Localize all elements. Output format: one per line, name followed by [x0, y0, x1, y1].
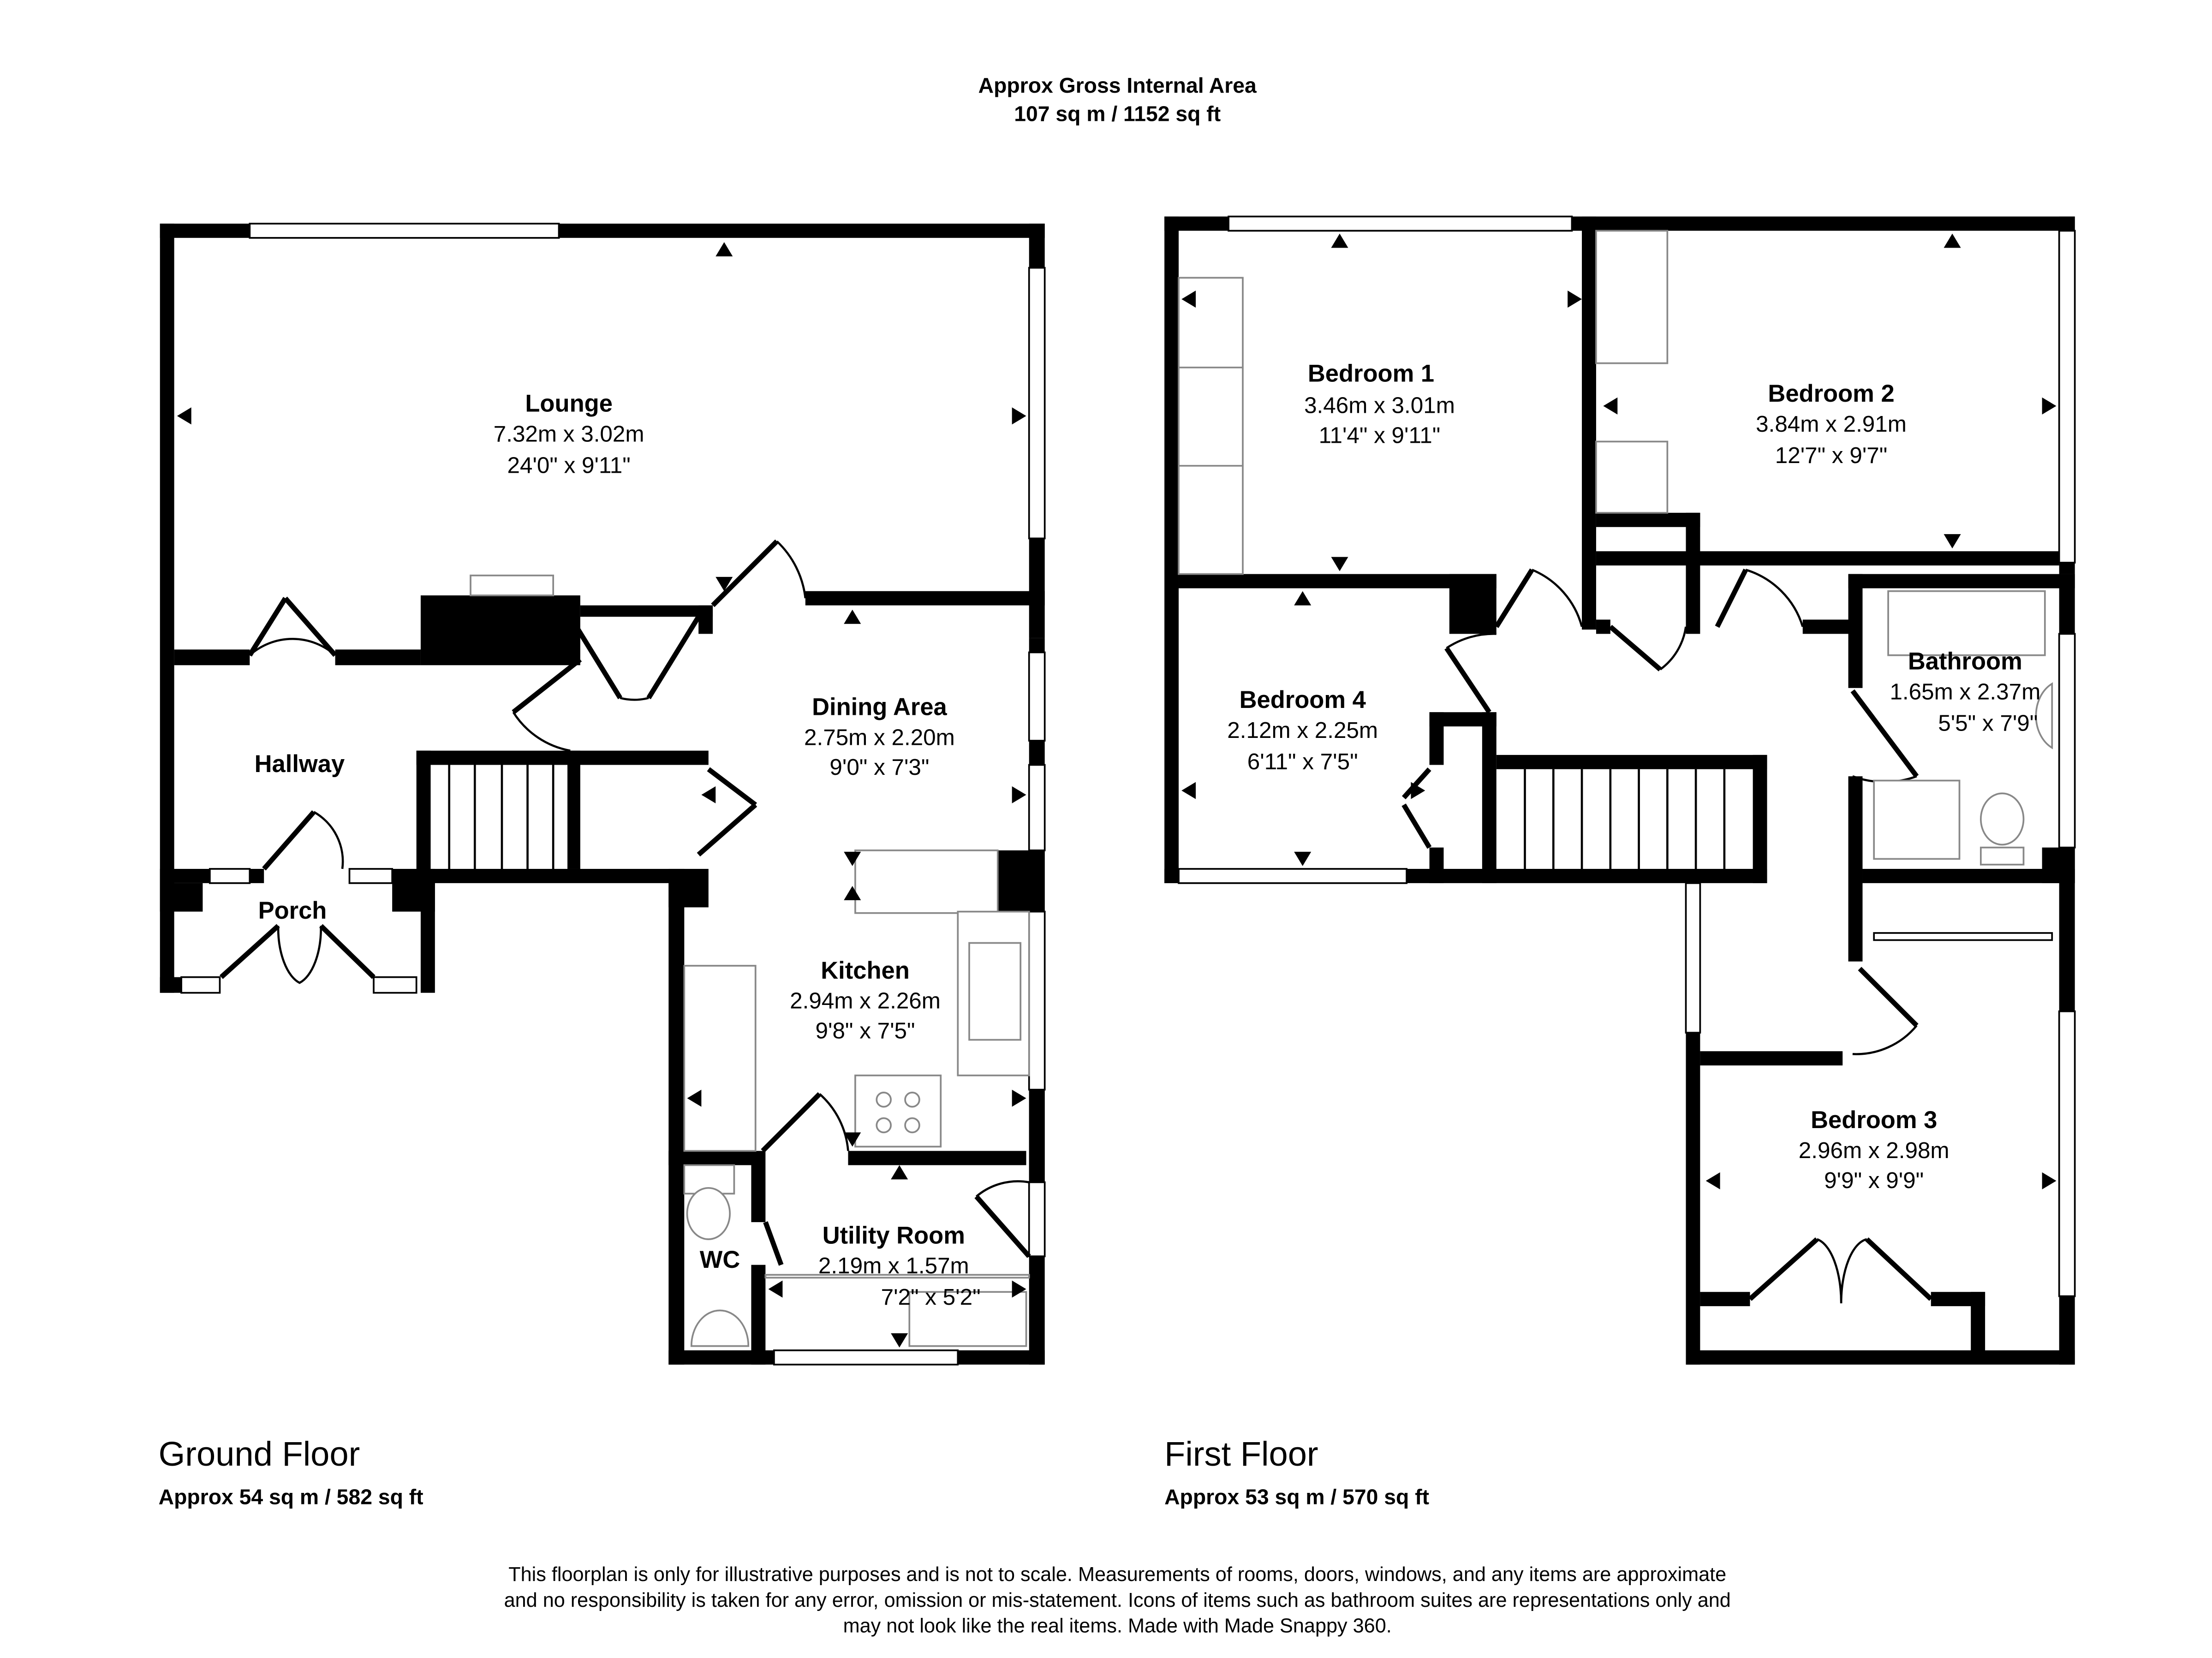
wardrobe-icon: [1178, 277, 1244, 575]
ground-floor-doors: [219, 539, 1031, 1266]
gross-area-title: Approx Gross Internal Area: [978, 73, 1257, 97]
wc-label: WC: [700, 1246, 740, 1273]
kitchen-label: Kitchen: [821, 957, 910, 984]
kitchen-imperial: 9'8" x 7'5": [816, 1018, 915, 1044]
first-floor-stairs: [1524, 769, 1726, 869]
bedroom1-label: Bedroom 1: [1308, 360, 1434, 387]
toilet-icon: [686, 1187, 731, 1240]
bedroom3-metric: 2.96m x 2.98m: [1799, 1138, 1950, 1163]
first-floor-doors: [1401, 568, 1933, 1303]
hob-icon: [854, 1074, 942, 1148]
ground-floor-label: Ground Floor: [159, 1435, 360, 1473]
bedroom4-imperial: 6'11" x 7'5": [1247, 749, 1358, 774]
bedroom4-label: Bedroom 4: [1240, 686, 1366, 713]
bedroom2-metric: 3.84m x 2.91m: [1756, 411, 1907, 437]
bedroom3-label: Bedroom 3: [1811, 1106, 1937, 1134]
ground-floor-area: Approx 54 sq m / 582 sq ft: [159, 1485, 423, 1509]
kitchen-metric: 2.94m x 2.26m: [790, 988, 941, 1014]
lounge-label: Lounge: [525, 390, 613, 417]
wardrobe-icon: [1595, 230, 1669, 364]
first-floor-walls: [1164, 215, 2076, 1365]
hallway-label: Hallway: [255, 750, 345, 778]
bedroom1-imperial: 11'4" x 9'11": [1319, 423, 1441, 448]
toilet-icon: [1979, 792, 2025, 846]
bathroom-imperial: 5'5" x 7'9": [1938, 710, 2038, 736]
disclaimer-line-1: This floorplan is only for illustrative …: [508, 1563, 1726, 1586]
shower-icon: [1873, 779, 1961, 860]
ground-floor-stairs: [448, 765, 554, 869]
bedroom4-metric: 2.12m x 2.25m: [1227, 718, 1378, 743]
ground-floor-walls: [160, 223, 1046, 1366]
ground-floor-fixtures: [470, 574, 1030, 1347]
bedroom2-label: Bedroom 2: [1768, 380, 1894, 407]
utility-metric: 2.19m x 1.57m: [818, 1253, 969, 1278]
lounge-metric: 7.32m x 3.02m: [494, 421, 644, 446]
porch-label: Porch: [258, 897, 327, 924]
disclaimer-line-3: may not look like the real items. Made w…: [843, 1615, 1392, 1637]
bedroom3-imperial: 9'9" x 9'9": [1824, 1168, 1924, 1193]
dining-label: Dining Area: [812, 693, 947, 720]
utility-imperial: 7'2" x 5'2": [881, 1284, 981, 1310]
basin-icon: [2035, 682, 2053, 749]
lounge-imperial: 24'0" x 9'11": [507, 452, 630, 478]
bathroom-metric: 1.65m x 2.37m: [1890, 679, 2040, 704]
first-floor-label: First Floor: [1164, 1435, 1318, 1473]
first-floor-area: Approx 53 sq m / 570 sq ft: [1164, 1485, 1429, 1509]
sink-icon: [968, 942, 1022, 1041]
gross-area-value: 107 sq m / 1152 sq ft: [1014, 102, 1221, 126]
dining-imperial: 9'0" x 7'3": [829, 755, 929, 780]
utility-sink-icon: [908, 1291, 1027, 1347]
bedroom2-imperial: 12'7" x 9'7": [1775, 443, 1888, 468]
basin-icon: [690, 1309, 750, 1347]
dining-metric: 2.75m x 2.20m: [804, 725, 955, 750]
disclaimer-line-2: and no responsibility is taken for any e…: [504, 1589, 1731, 1611]
utility-label: Utility Room: [823, 1222, 965, 1249]
dimension-arrows: [177, 233, 2057, 1348]
bathroom-label: Bathroom: [1908, 648, 2022, 675]
first-floor-fixtures: [1178, 230, 2053, 866]
bath-icon: [1887, 590, 2046, 656]
bedroom1-metric: 3.46m x 3.01m: [1304, 393, 1455, 418]
